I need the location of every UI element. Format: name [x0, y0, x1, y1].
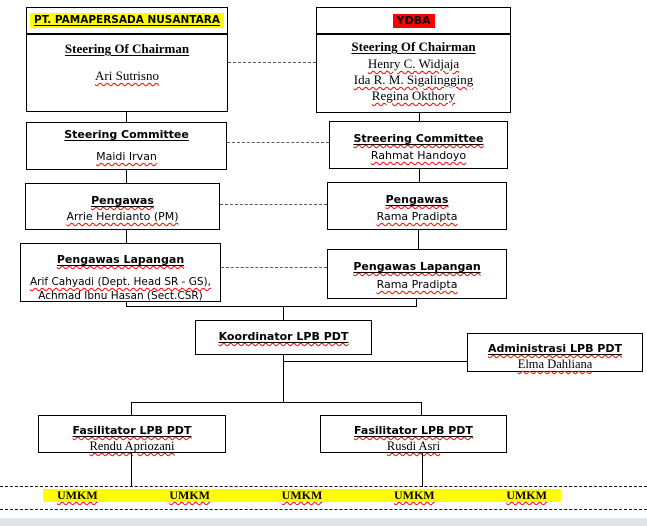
- umkm-row: UMKM UMKM UMKM UMKM UMKM: [43, 489, 561, 502]
- ydba-company-header: YDBA: [317, 8, 510, 35]
- pama-chairman-title: Steering Of Chairman: [64, 41, 190, 56]
- connector-line: [283, 355, 284, 403]
- pama-chairman-body: Steering Of Chairman Ari Sutrisno: [27, 35, 227, 84]
- fasilitator-left-box: Fasilitator LPB PDT Rendu Apriozani: [38, 415, 226, 453]
- ydba-lapangan-name: Rama Pradipta: [376, 278, 458, 291]
- pama-lapangan-title-wrap: Pengawas Lapangan: [22, 248, 219, 267]
- pama-company-label: PT. PAMAPERSADA NUSANTARA: [30, 13, 224, 28]
- connector-line: [283, 306, 284, 320]
- dashed-connector-line: [221, 267, 327, 268]
- ydba-company-label: YDBA: [392, 13, 435, 28]
- umkm-lower-dashed-line: [0, 509, 647, 510]
- ydba-pengawas-title-wrap: Pengawas: [330, 188, 504, 207]
- connector-line: [419, 169, 420, 182]
- ydba-lapangan-title: Pengawas Lapangan: [353, 260, 481, 273]
- ydba-chairman-name: Ida R. M. Sigalingging: [353, 72, 474, 87]
- ydba-pengawas-title: Pengawas: [385, 193, 449, 206]
- connector-line: [416, 299, 417, 307]
- fasilitator-left-title: Fasilitator LPB PDT: [72, 424, 192, 437]
- umkm-upper-dashed-line: [0, 486, 647, 487]
- ydba-chairman-title: Steering Of Chairman: [351, 39, 476, 54]
- koordinator-title-wrap: Koordinator LPB PDT: [196, 325, 371, 344]
- pama-lapangan-name: Achmad Ibnu Hasan (Sect.CSR): [38, 290, 203, 302]
- koordinator-title: Koordinator LPB PDT: [218, 330, 349, 343]
- pama-pengawas-name: Arrie Herdianto (PM): [66, 210, 179, 223]
- connector-line: [126, 230, 127, 243]
- fasilitator-right-box: Fasilitator LPB PDT Rusdi Asri: [320, 415, 507, 453]
- ydba-chairman-body: Steering Of Chairman Henry C. Widjaja Id…: [317, 35, 510, 104]
- administrasi-title: Administrasi LPB PDT: [487, 342, 622, 355]
- pama-lapangan-box: Pengawas Lapangan Arif Cahyadi (Dept. He…: [20, 243, 221, 302]
- ydba-committee-title: Streering Committee: [353, 132, 484, 145]
- umkm-label: UMKM: [506, 488, 547, 502]
- ydba-pengawas-name: Rama Pradipta: [376, 210, 458, 223]
- umkm-label: UMKM: [393, 488, 435, 502]
- connector-line: [131, 453, 132, 487]
- umkm-label: UMKM: [169, 488, 210, 502]
- pama-company-header: PT. PAMAPERSADA NUSANTARA: [27, 8, 227, 35]
- connector-line: [126, 302, 127, 307]
- pama-lapangan-title: Pengawas Lapangan: [56, 253, 185, 266]
- connector-line: [419, 113, 420, 121]
- connector-line: [131, 402, 132, 415]
- bottom-scroll-band: [0, 518, 647, 526]
- connector-line: [131, 402, 422, 403]
- ydba-chairman-box: YDBA Steering Of Chairman Henry C. Widja…: [316, 7, 511, 113]
- pama-pengawas-title: Pengawas: [91, 194, 154, 207]
- pama-committee-name: Maidi Irvan: [96, 150, 157, 163]
- dashed-connector-line: [227, 142, 329, 143]
- dashed-connector-line: [228, 62, 316, 63]
- pama-lapangan-name: Arif Cahyadi (Dept. Head SR - GS),: [30, 276, 211, 288]
- administrasi-name: Elma Dahliana: [517, 357, 593, 371]
- fasilitator-right-title: Fasilitator LPB PDT: [354, 424, 473, 437]
- pama-pengawas-box: Pengawas Arrie Herdianto (PM): [25, 183, 220, 230]
- fasilitator-left-title-wrap: Fasilitator LPB PDT: [39, 419, 225, 438]
- ydba-committee-name: Rahmat Handoyo: [370, 149, 467, 162]
- pama-chairman-box: PT. PAMAPERSADA NUSANTARA Steering Of Ch…: [26, 7, 228, 112]
- connector-line: [126, 170, 127, 183]
- ydba-committee-title-wrap: Streering Committee: [332, 127, 505, 146]
- koordinator-box: Koordinator LPB PDT: [195, 320, 372, 355]
- ydba-chairman-name: Henry C. Widjaja: [367, 56, 460, 71]
- connector-line: [126, 306, 417, 307]
- pama-committee-title: Steering Committee: [64, 128, 189, 141]
- ydba-lapangan-box: Pengawas Lapangan Rama Pradipta: [327, 249, 507, 299]
- pama-chairman-name: Ari Sutrisno: [95, 68, 159, 83]
- connector-line: [418, 230, 419, 249]
- umkm-label: UMKM: [281, 488, 323, 502]
- connector-line: [421, 402, 422, 415]
- fasilitator-right-title-wrap: Fasilitator LPB PDT: [321, 419, 506, 438]
- administrasi-box: Administrasi LPB PDT Elma Dahliana: [467, 333, 643, 372]
- pama-pengawas-title-wrap: Pengawas: [28, 189, 217, 208]
- fasilitator-right-name: Rusdi Asri: [386, 439, 441, 453]
- ydba-committee-box: Streering Committee Rahmat Handoyo: [329, 121, 508, 169]
- pama-committee-box: Steering Committee Maidi Irvan: [26, 122, 227, 170]
- umkm-label: UMKM: [57, 488, 98, 502]
- ydba-pengawas-box: Pengawas Rama Pradipta: [327, 182, 507, 230]
- ydba-chairman-name: Regina Okthory: [371, 88, 456, 103]
- connector-line: [422, 453, 423, 487]
- administrasi-title-wrap: Administrasi LPB PDT: [468, 337, 642, 356]
- fasilitator-left-name: Rendu Apriozani: [89, 439, 175, 453]
- connector-line: [126, 112, 127, 122]
- ydba-lapangan-title-wrap: Pengawas Lapangan: [330, 255, 504, 274]
- connector-line: [283, 361, 467, 362]
- dashed-connector-line: [220, 204, 327, 205]
